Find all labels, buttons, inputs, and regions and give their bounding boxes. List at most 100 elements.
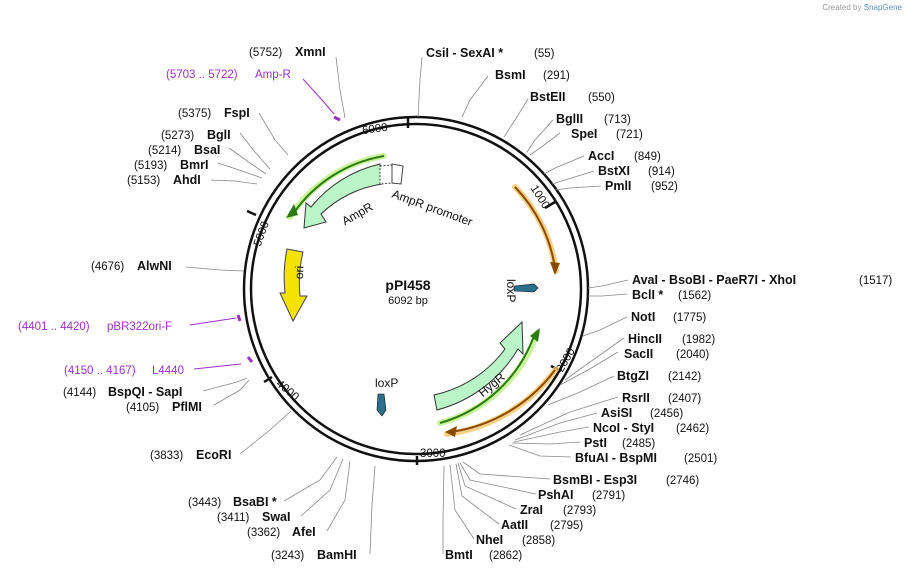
site-afei: (3362) AfeI xyxy=(247,525,316,539)
site-position: (713) xyxy=(604,114,631,126)
site-position: (2858) xyxy=(522,535,555,547)
site-name: AatII xyxy=(501,518,528,532)
site-ncoi-styi: NcoI - StyI(2462) xyxy=(593,421,709,435)
tick-label-5000: 5000 xyxy=(252,220,272,248)
site-position: (2795) xyxy=(550,520,583,532)
site-name: BmrI xyxy=(180,158,208,172)
site-name: BtgZI xyxy=(617,369,649,383)
site-position: (3833) xyxy=(150,450,183,462)
amp-r-promoter-label: AmpR promoter xyxy=(390,187,474,229)
site-acci: AccI(849) xyxy=(588,149,661,163)
site-bsteii: BstEII (550) xyxy=(530,90,615,104)
site-psti: PstI (2485) xyxy=(584,436,655,450)
site-noti: NotI(1775) xyxy=(631,310,706,324)
site-bspqi-sapi: (4144)BspQI - SapI xyxy=(63,385,182,399)
site-position: (5752) xyxy=(249,47,282,59)
site-name: EcoRI xyxy=(196,448,231,462)
site-xmni: (5752) XmnI xyxy=(249,45,326,59)
site-bgli: (5273)BglI xyxy=(161,128,231,142)
plasmid-size: 6092 bp xyxy=(388,295,428,307)
site-position: (2040) xyxy=(676,349,709,361)
site-name: BsmI xyxy=(495,68,526,82)
site-position: (5214) xyxy=(148,145,181,157)
site-name: AfeI xyxy=(292,525,316,539)
site-name: AsiSI xyxy=(601,406,632,420)
site-name: XmnI xyxy=(295,45,326,59)
site-position: (4676) xyxy=(91,261,124,273)
site-position: (1517) xyxy=(859,275,892,287)
site-position: (2407) xyxy=(668,393,701,405)
loxp-2-label: loxP xyxy=(375,376,398,390)
tick-label-6000: 6000 xyxy=(361,122,388,137)
site-bsai: (5214) BsaI xyxy=(148,143,220,157)
site-bsmbi-esp3i: BsmBI - Esp3I(2746) xyxy=(553,473,699,487)
site-bstxi: BstXI(914) xyxy=(598,164,675,178)
primer-amp-r-pos: (5703 .. 5722) xyxy=(166,69,238,81)
site-ahdi: (5153) AhdI xyxy=(127,173,201,187)
amp-r-label: AmpR xyxy=(339,199,375,228)
site-name: AlwNI xyxy=(137,259,172,273)
primer-l4440: (4150 .. 4167) L4440 xyxy=(64,356,254,377)
site-position: (5193) xyxy=(134,160,167,172)
site-name: CsiI - SexAI * xyxy=(426,46,503,60)
feature-amp-r: AmpR xyxy=(286,153,387,229)
site-name: BspQI - SapI xyxy=(108,385,182,399)
site-name: BsaBI * xyxy=(233,495,277,509)
site-asisi: AsiSI(2456) xyxy=(601,406,683,420)
hyg-r-arrow xyxy=(433,320,524,411)
site-name: BsmBI - Esp3I xyxy=(553,473,637,487)
site-position: (2793) xyxy=(563,505,596,517)
site-name: AccI xyxy=(588,149,614,163)
site-position: (1775) xyxy=(673,312,706,324)
site-position: (550) xyxy=(588,92,615,104)
primer-l4440-pos: (4150 .. 4167) xyxy=(64,365,136,377)
primer-pbr322ori-f-name: pBR322ori-F xyxy=(107,321,172,333)
site-ecori: (3833) EcoRI xyxy=(150,448,231,462)
primer-pbr322ori-f: (4401 .. 4420) pBR322ori-F xyxy=(18,314,242,333)
site-name: BsaI xyxy=(194,143,220,157)
site-name: ZraI xyxy=(520,503,543,517)
site-leader-lines xyxy=(185,56,629,555)
feature-ori: ori xyxy=(279,248,308,323)
site-pflmi: (4105)PflMI xyxy=(126,400,202,414)
site-name: AvaI - BsoBI - PaeR7I - XhoI xyxy=(632,273,796,287)
site-name: BmtI xyxy=(445,548,473,562)
site-nhei: NheI(2858) xyxy=(476,533,555,547)
site-position: (5153) xyxy=(127,175,160,187)
site-spei: SpeI(721) xyxy=(571,127,643,141)
tick-3000: 3000 xyxy=(415,448,446,465)
site-position: (2501) xyxy=(684,453,717,465)
site-bglii: BglII(713) xyxy=(556,112,631,126)
site-position: (914) xyxy=(648,166,675,178)
site-alwni: (4676) AlwNI xyxy=(91,259,172,273)
loxp-2-shape xyxy=(376,393,387,417)
site-name: AhdI xyxy=(173,173,201,187)
ori-label: ori xyxy=(292,266,306,280)
site-name: BclI * xyxy=(632,288,663,302)
site-rsrii: RsrII(2407) xyxy=(622,391,701,405)
site-position: (3362) xyxy=(247,527,280,539)
site-name: BstEII xyxy=(530,90,565,104)
site-position: (2791) xyxy=(592,490,625,502)
restriction-sites: CsiI - SexAI *(55) BsmI(291) BstEII(550)… xyxy=(63,45,892,562)
site-position: (2485) xyxy=(622,438,655,450)
site-position: (3243) xyxy=(271,550,304,562)
primer-amp-r-name: Amp-R xyxy=(255,69,291,81)
site-bmri: (5193) BmrI xyxy=(134,158,208,172)
feature-amp-r-promoter: AmpR promoter xyxy=(379,163,474,229)
site-name: NcoI - StyI xyxy=(593,421,654,435)
site-position: (2142) xyxy=(668,371,701,383)
site-position: (291) xyxy=(543,70,570,82)
site-pshai: PshAI(2791) xyxy=(538,488,625,502)
primer-l4440-name: L4440 xyxy=(152,365,184,377)
feature-loxp-2: loxP xyxy=(375,376,398,417)
site-fspi: (5375)FspI xyxy=(178,106,250,120)
site-aatii: AatII (2795) xyxy=(501,518,583,532)
ori-arrow xyxy=(279,248,308,323)
loxp-1-label: loxP xyxy=(504,279,518,302)
snapgene-brand: SnapGene xyxy=(863,3,902,12)
site-name: PstI xyxy=(584,436,607,450)
site-position: (2862) xyxy=(489,550,522,562)
site-position: (3443) xyxy=(188,497,221,509)
